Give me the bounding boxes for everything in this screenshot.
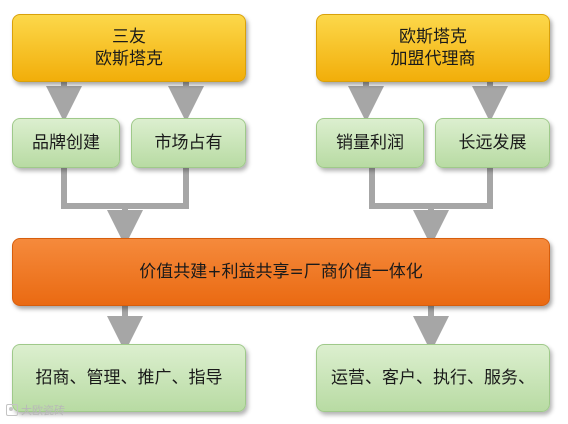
box-sanyou-line2: 欧斯塔克 <box>95 49 163 69</box>
watermark-icon <box>6 404 18 416</box>
box-market-share: 市场占有 <box>131 118 246 168</box>
watermark-text: 大欧瓷砖 <box>21 404 65 417</box>
box-franchise-line2: 加盟代理商 <box>390 49 476 69</box>
box-franchise-line1: 欧斯塔克 <box>399 27 467 47</box>
box-brand-building: 品牌创建 <box>12 118 120 168</box>
box-bottom-left: 招商、管理、推广、指导 <box>12 344 246 412</box>
box-sanyou-line1: 三友 <box>112 27 146 47</box>
box-sanyou-oustake: 三友 欧斯塔克 <box>12 14 246 82</box>
box-long-term-development: 长远发展 <box>435 118 550 168</box>
merge-left <box>61 168 189 209</box>
merge-right <box>369 168 493 209</box>
box-franchise-agent: 欧斯塔克 加盟代理商 <box>316 14 550 82</box>
box-value-integration: 价值共建+利益共享=厂商价值一体化 <box>12 238 550 306</box>
box-sales-profit: 销量利润 <box>316 118 424 168</box>
box-bottom-right: 运营、客户、执行、服务、 <box>316 344 550 412</box>
watermark: 大欧瓷砖 <box>6 402 65 418</box>
